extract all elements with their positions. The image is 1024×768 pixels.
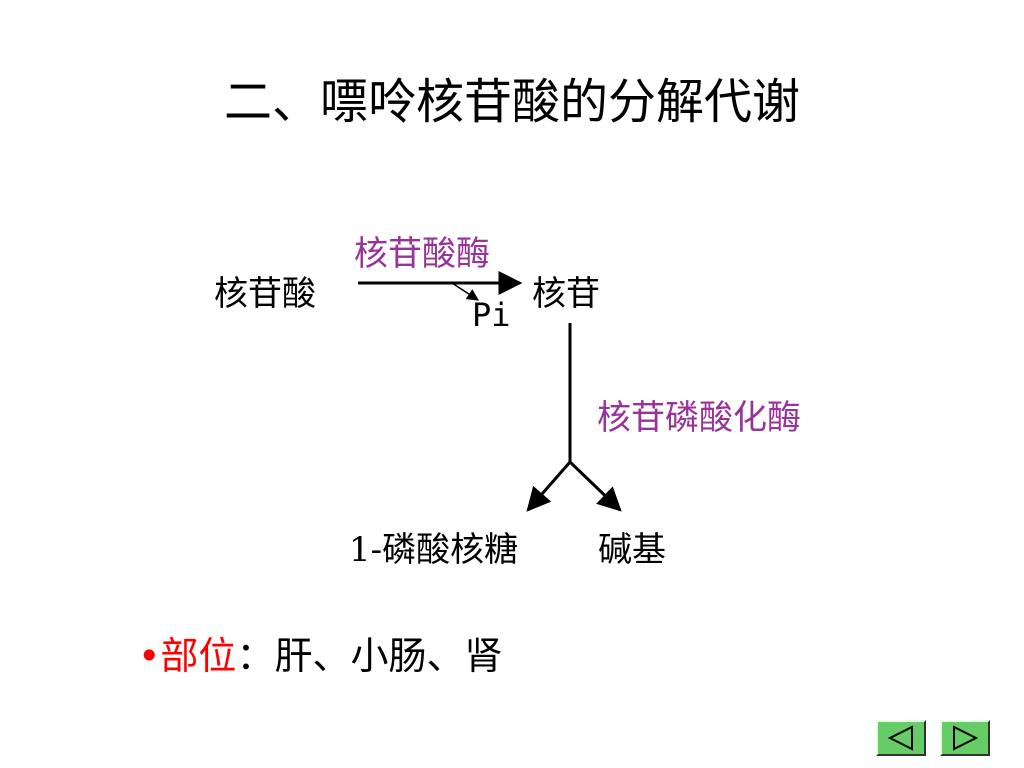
bullet-line: •部位：肝、小肠、肾	[138, 625, 502, 680]
substrate-label: 核苷酸	[214, 274, 316, 314]
product2-label: 碱基	[598, 530, 666, 570]
product1-label: 1-磷酸核糖	[349, 530, 519, 570]
pi-release-arrow	[451, 282, 480, 301]
enzyme2-label: 核苷磷酸化酶	[597, 398, 801, 438]
bullet-label: 部位	[160, 634, 237, 678]
prev-slide-button[interactable]	[876, 720, 926, 756]
bullet-colon: ：	[236, 634, 275, 678]
next-slide-button[interactable]	[940, 720, 990, 756]
branch-arrow-right	[568, 460, 622, 512]
pi-label: Pi	[472, 296, 511, 334]
slide-title: 二、嘌呤核苷酸的分解代谢	[223, 74, 800, 130]
intermediate-label: 核苷	[532, 274, 600, 314]
enzyme1-label: 核苷酸酶	[354, 234, 490, 274]
bullet-marker: •	[138, 634, 161, 678]
bullet-text: 肝、小肠、肾	[274, 634, 503, 678]
triangle-left-icon	[887, 725, 913, 751]
triangle-right-icon	[953, 725, 979, 751]
branch-arrow-left	[526, 461, 572, 512]
